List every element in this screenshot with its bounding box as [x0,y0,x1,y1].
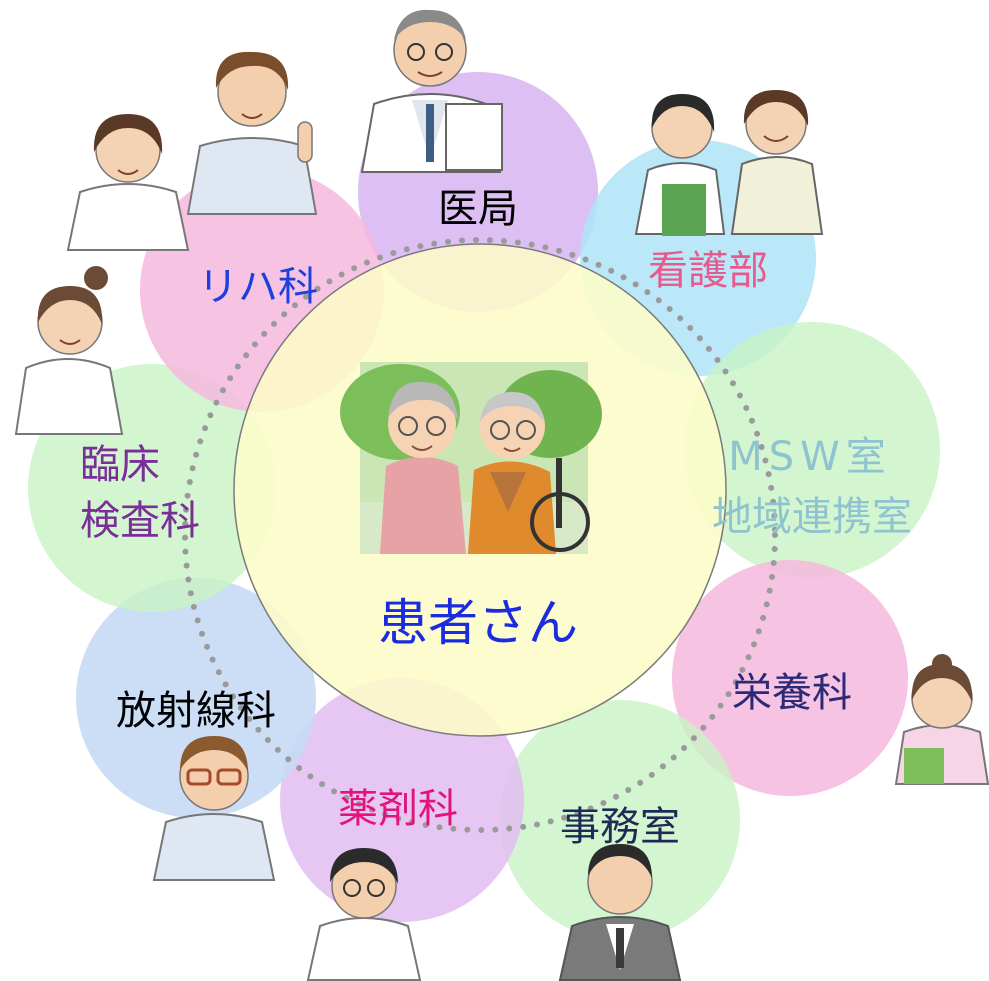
label-kango: 看護部 [648,248,768,294]
label-riha: リハ科 [198,264,318,310]
radiographer-icon [152,736,276,881]
label-eiyou: 栄養科 [732,670,852,716]
department-bubbles [28,72,940,940]
label-rinsho-line1: 臨床 [80,442,160,488]
dotted-ring [182,237,778,833]
department-labels: 医局 看護部 MSW室 地域連携室 栄養科 事務室 薬剤科 放射線科 臨床 検査… [80,186,912,850]
elderly-patients-icon [340,362,602,554]
bubble-jimu [500,700,740,940]
label-msw-line1: MSW室 [728,434,891,480]
label-yakuzai: 薬剤科 [338,786,458,832]
doctor-icon [360,9,503,173]
label-rinsho-line2: 検査科 [80,498,200,544]
label-ikyoku: 医局 [438,186,518,232]
bubble-houshasen [76,578,316,818]
pharmacist-icon [306,848,422,981]
label-jimu: 事務室 [560,804,680,850]
nurses-icon [634,90,824,236]
label-msw-line2: 地域連携室 [712,494,912,540]
dietitian-icon [894,654,989,785]
clerk-icon [558,844,682,981]
label-houshasen: 放射線科 [116,688,276,734]
lab-technician-icon [14,266,124,435]
therapist-icon [186,51,318,215]
female-staff-icon [66,114,190,251]
center-label: 患者さん [378,594,578,652]
bubble-msw [684,322,940,578]
bubble-eiyou [672,560,908,796]
